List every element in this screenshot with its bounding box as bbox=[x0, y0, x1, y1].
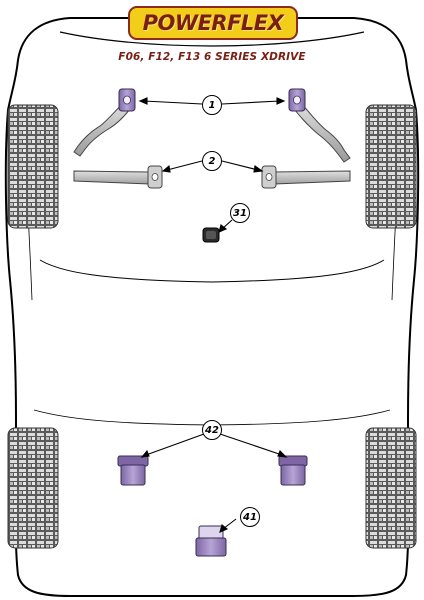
front-right-wheel bbox=[365, 104, 417, 229]
bushing-42-right bbox=[278, 455, 308, 486]
leader-lines bbox=[138, 97, 288, 533]
callout-41: 41 bbox=[240, 507, 260, 527]
callout-42: 42 bbox=[202, 420, 222, 440]
powerflex-logo: POWERFLEX bbox=[128, 6, 298, 40]
car-body-outline bbox=[4, 17, 420, 597]
callout-2: 2 bbox=[202, 151, 222, 171]
callout-1: 1 bbox=[202, 95, 222, 115]
front-left-upper-arm bbox=[73, 99, 135, 157]
front-left-wheel bbox=[7, 104, 59, 229]
bushing-42-left bbox=[117, 455, 149, 486]
rear-left-wheel bbox=[7, 427, 59, 549]
bushing-41 bbox=[195, 525, 227, 557]
callout-31: 31 bbox=[230, 203, 250, 223]
rear-right-wheel bbox=[365, 427, 417, 549]
logo-text: POWERFLEX bbox=[142, 11, 284, 35]
model-subtitle: F06, F12, F13 6 SERIES XDRIVE bbox=[118, 51, 306, 63]
front-right-upper-arm bbox=[289, 99, 351, 163]
